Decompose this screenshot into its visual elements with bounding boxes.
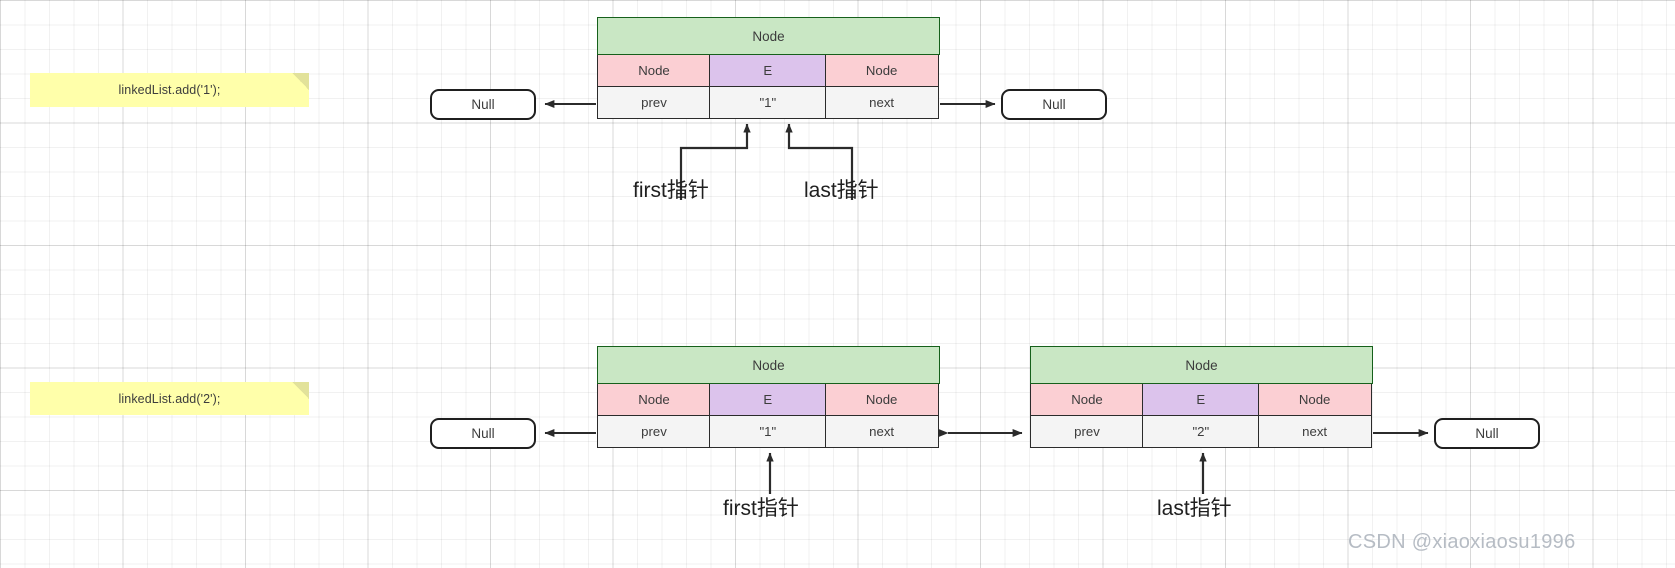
node-value-element: "1" xyxy=(709,416,827,448)
null-label: Null xyxy=(1475,426,1499,441)
node-type-element: E xyxy=(1142,384,1260,416)
node-value-next: next xyxy=(824,87,939,119)
null-box-left-row2: Null xyxy=(430,418,536,449)
null-box-right-row1: Null xyxy=(1001,89,1107,120)
node-type-element: E xyxy=(709,384,827,416)
pointer-label-first-row2: first指针 xyxy=(723,497,799,520)
node-header-label: Node xyxy=(752,357,785,373)
node-value-prev: prev xyxy=(597,416,711,448)
null-label: Null xyxy=(471,426,495,441)
node-value-row: prev "1" next xyxy=(597,416,940,448)
node-block-row1-1: Node Node E Node prev "1" next xyxy=(597,17,940,119)
sticky-note-step-1: linkedList.add('1'); xyxy=(30,73,309,107)
note-fold-corner-icon xyxy=(292,382,309,399)
node-value-next: next xyxy=(1257,416,1372,448)
sticky-note-label: linkedList.add('1'); xyxy=(118,83,221,97)
node-block-row2-2: Node Node E Node prev "2" next xyxy=(1030,346,1373,448)
node-type-next: Node xyxy=(1257,384,1372,416)
null-box-right-row2: Null xyxy=(1434,418,1540,449)
pointer-label-last-row2: last指针 xyxy=(1157,497,1232,520)
sticky-note-step-2: linkedList.add('2'); xyxy=(30,382,309,415)
pointer-label-first-row1: first指针 xyxy=(633,179,709,202)
node-value-prev: prev xyxy=(597,87,711,119)
node-block-row2-1: Node Node E Node prev "1" next xyxy=(597,346,940,448)
node-header: Node xyxy=(597,17,940,55)
node-header: Node xyxy=(1030,346,1373,384)
node-header-label: Node xyxy=(752,28,785,44)
node-value-element: "2" xyxy=(1142,416,1260,448)
node-value-element: "1" xyxy=(709,87,827,119)
node-type-row: Node E Node xyxy=(597,384,940,416)
node-value-next: next xyxy=(824,416,939,448)
sticky-note-label: linkedList.add('2'); xyxy=(118,391,221,406)
node-header-label: Node xyxy=(1185,357,1218,373)
pointer-label-last-row1: last指针 xyxy=(804,179,879,202)
node-header: Node xyxy=(597,346,940,384)
node-type-row: Node E Node xyxy=(597,55,940,87)
node-type-prev: Node xyxy=(1030,384,1144,416)
csdn-watermark: CSDN @xiaoxiaosu1996 xyxy=(1348,531,1576,553)
node-type-prev: Node xyxy=(597,55,711,87)
node-type-next: Node xyxy=(824,384,939,416)
node-value-row: prev "2" next xyxy=(1030,416,1373,448)
node-value-prev: prev xyxy=(1030,416,1144,448)
node-type-next: Node xyxy=(824,55,939,87)
node-type-row: Node E Node xyxy=(1030,384,1373,416)
null-label: Null xyxy=(471,97,495,112)
null-label: Null xyxy=(1042,97,1066,112)
node-type-element: E xyxy=(709,55,827,87)
null-box-left-row1: Null xyxy=(430,89,536,120)
note-fold-corner-icon xyxy=(292,73,309,90)
node-value-row: prev "1" next xyxy=(597,87,940,119)
node-type-prev: Node xyxy=(597,384,711,416)
